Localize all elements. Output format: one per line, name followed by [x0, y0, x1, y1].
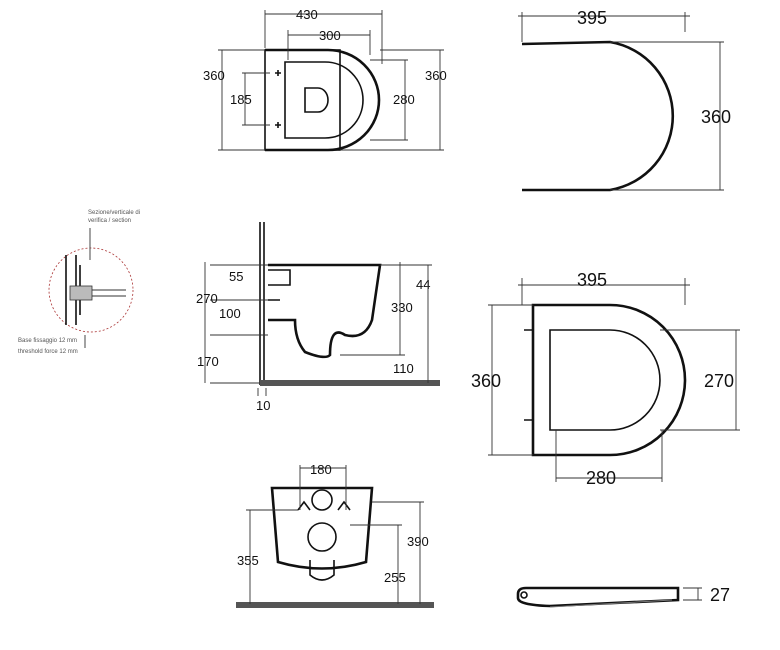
front-height-left: 355	[237, 553, 259, 568]
front-view: 180 390 355 255	[236, 462, 434, 608]
seat-side-profile	[516, 586, 680, 608]
front-floor	[236, 602, 434, 608]
seat-opening-width: 280	[586, 468, 616, 488]
seat-opening-depth: 270	[704, 371, 734, 391]
seat-thickness: 27	[710, 585, 730, 605]
bowl-side-profile	[268, 263, 382, 359]
seat-outline	[521, 40, 675, 192]
front-height-inner: 255	[384, 570, 406, 585]
top-width-overall: 430	[296, 7, 318, 22]
fixing-bolts-icon	[275, 70, 281, 128]
top-width-inner: 300	[319, 28, 341, 43]
seat-side-view: 27	[516, 585, 730, 608]
bowl-outline	[265, 48, 381, 152]
top-view: 430 300 360 185 280 360	[203, 7, 447, 152]
seat-opening	[549, 329, 661, 431]
side-floor-clearance: 170	[197, 354, 219, 369]
side-total-height: 270	[196, 291, 218, 306]
side-outlet-height: 100	[219, 306, 241, 321]
drain-hole	[304, 87, 329, 113]
top-bowl-height: 280	[393, 92, 415, 107]
front-height-overall: 390	[407, 534, 429, 549]
front-bowl-outline	[270, 486, 374, 570]
top-height-left: 360	[203, 68, 225, 83]
side-top-partial: 44	[416, 277, 430, 292]
seat-open-width: 395	[577, 270, 607, 290]
detail-note-top-2: verifica / section	[88, 218, 131, 224]
top-bolt-spacing: 185	[230, 92, 252, 107]
side-bowl-height: 330	[391, 300, 413, 315]
side-wall-offset: 10	[256, 398, 270, 413]
front-bolt-icon	[297, 500, 351, 511]
seat-open-outline	[531, 303, 687, 457]
front-outlet-icon	[307, 522, 337, 552]
top-height-right: 360	[425, 68, 447, 83]
seat-depth: 360	[701, 107, 731, 127]
detail-circle	[48, 247, 134, 333]
side-view: 55 100 270 170 330 44 110 10	[196, 222, 440, 413]
side-bottom-right: 110	[393, 361, 414, 376]
front-inlet-icon	[311, 489, 333, 511]
detail-note-top-1: Sezione/verticale di	[88, 210, 140, 216]
fixing-detail: Sezione/verticale di verifica / section …	[18, 210, 140, 355]
seat-open-depth: 360	[471, 371, 501, 391]
floor	[260, 380, 440, 386]
side-inlet-height: 55	[229, 269, 243, 284]
detail-note-bottom-1: Base fissaggio 12 mm	[18, 338, 77, 344]
front-bolt-spacing: 180	[310, 462, 332, 477]
seat-hinge-icon	[524, 329, 533, 421]
seat-open-view: 395 360 270 280	[471, 270, 740, 488]
seat-width: 395	[577, 8, 607, 28]
seat-top-view: 395 360	[518, 8, 731, 192]
detail-note-bottom-2: threshold force 12 mm	[18, 349, 78, 355]
bowl-rim	[284, 61, 364, 139]
wall	[259, 222, 265, 385]
